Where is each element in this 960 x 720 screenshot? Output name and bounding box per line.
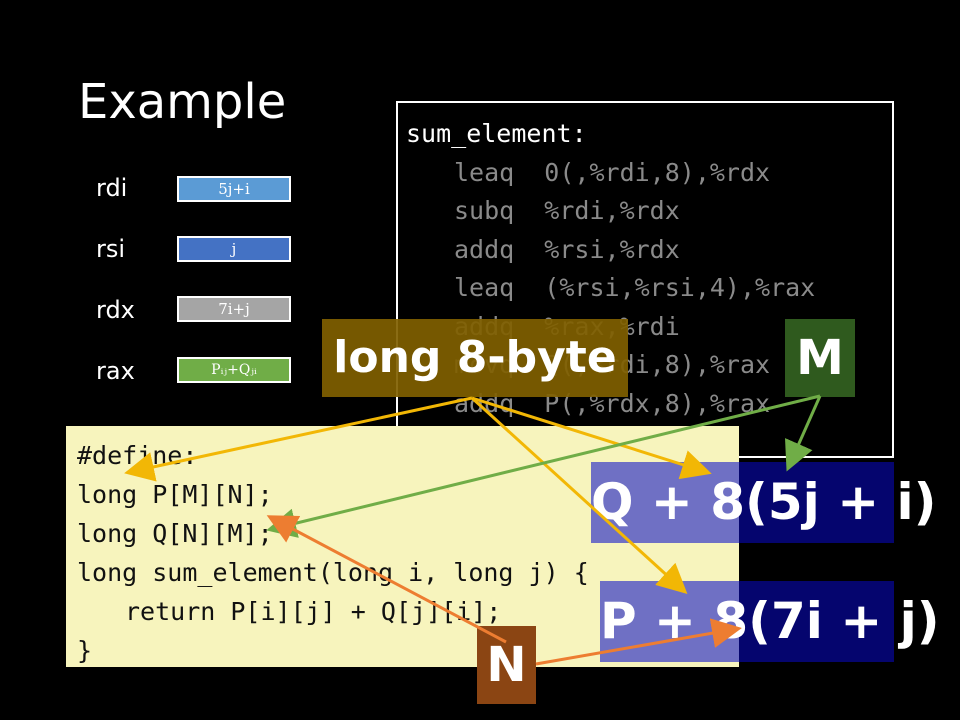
n-label: N bbox=[477, 626, 536, 704]
asm-line: leaq (%rsi,%rsi,4),%rax bbox=[454, 273, 816, 302]
arrow-m-to-q-decl bbox=[266, 394, 821, 538]
arrow-m-to-q-expr bbox=[785, 395, 822, 472]
q-expr-bg-dark bbox=[739, 462, 894, 543]
q-address-expression: Q + 8(5j + i) bbox=[591, 473, 937, 531]
register-label-rax: rax bbox=[96, 357, 135, 385]
code-close-brace: } bbox=[77, 636, 93, 665]
register-label-rdx: rdx bbox=[96, 296, 135, 324]
arrow-long-to-q-expr bbox=[471, 396, 712, 480]
code-line: long Q[N][M]; bbox=[77, 519, 273, 548]
slide-title: Example bbox=[78, 74, 287, 130]
register-value-rsi: j bbox=[177, 236, 291, 262]
p-expr-bg-dark bbox=[739, 581, 894, 662]
register-value-rdi: 5j+i bbox=[177, 176, 291, 202]
arrow-n-to-p-decl bbox=[266, 515, 507, 644]
register-value-rax: Pᵢⱼ+Qⱼᵢ bbox=[177, 357, 291, 383]
code-line: long P[M][N]; bbox=[77, 480, 273, 509]
asm-label: sum_element: bbox=[406, 119, 587, 148]
p-address-expression: P + 8(7i + j) bbox=[600, 592, 940, 650]
asm-line: leaq 0(,%rdi,8),%rdx bbox=[454, 157, 771, 187]
code-line: long sum_element(long i, long j) { bbox=[77, 558, 589, 587]
register-value-rdx: 7i+j bbox=[177, 296, 291, 322]
assembly-listing: sum_element:leaq 0(,%rdi,8),%rdx subq %rd… bbox=[396, 101, 894, 458]
register-label-rdi: rdi bbox=[96, 174, 128, 202]
code-return-line: return P[i][j] + Q[j][i]; bbox=[125, 597, 502, 626]
arrow-n-to-p-expr bbox=[535, 618, 742, 666]
arrow-long-to-p-expr bbox=[470, 396, 688, 595]
arrow-long-to-define bbox=[124, 396, 473, 482]
register-label-rsi: rsi bbox=[96, 235, 126, 263]
asm-line: addq %rsi,%rdx bbox=[454, 234, 680, 264]
m-label: M bbox=[785, 319, 855, 397]
long-8-byte-label: long 8-byte bbox=[322, 319, 628, 397]
asm-line: subq %rdi,%rdx bbox=[454, 196, 680, 225]
